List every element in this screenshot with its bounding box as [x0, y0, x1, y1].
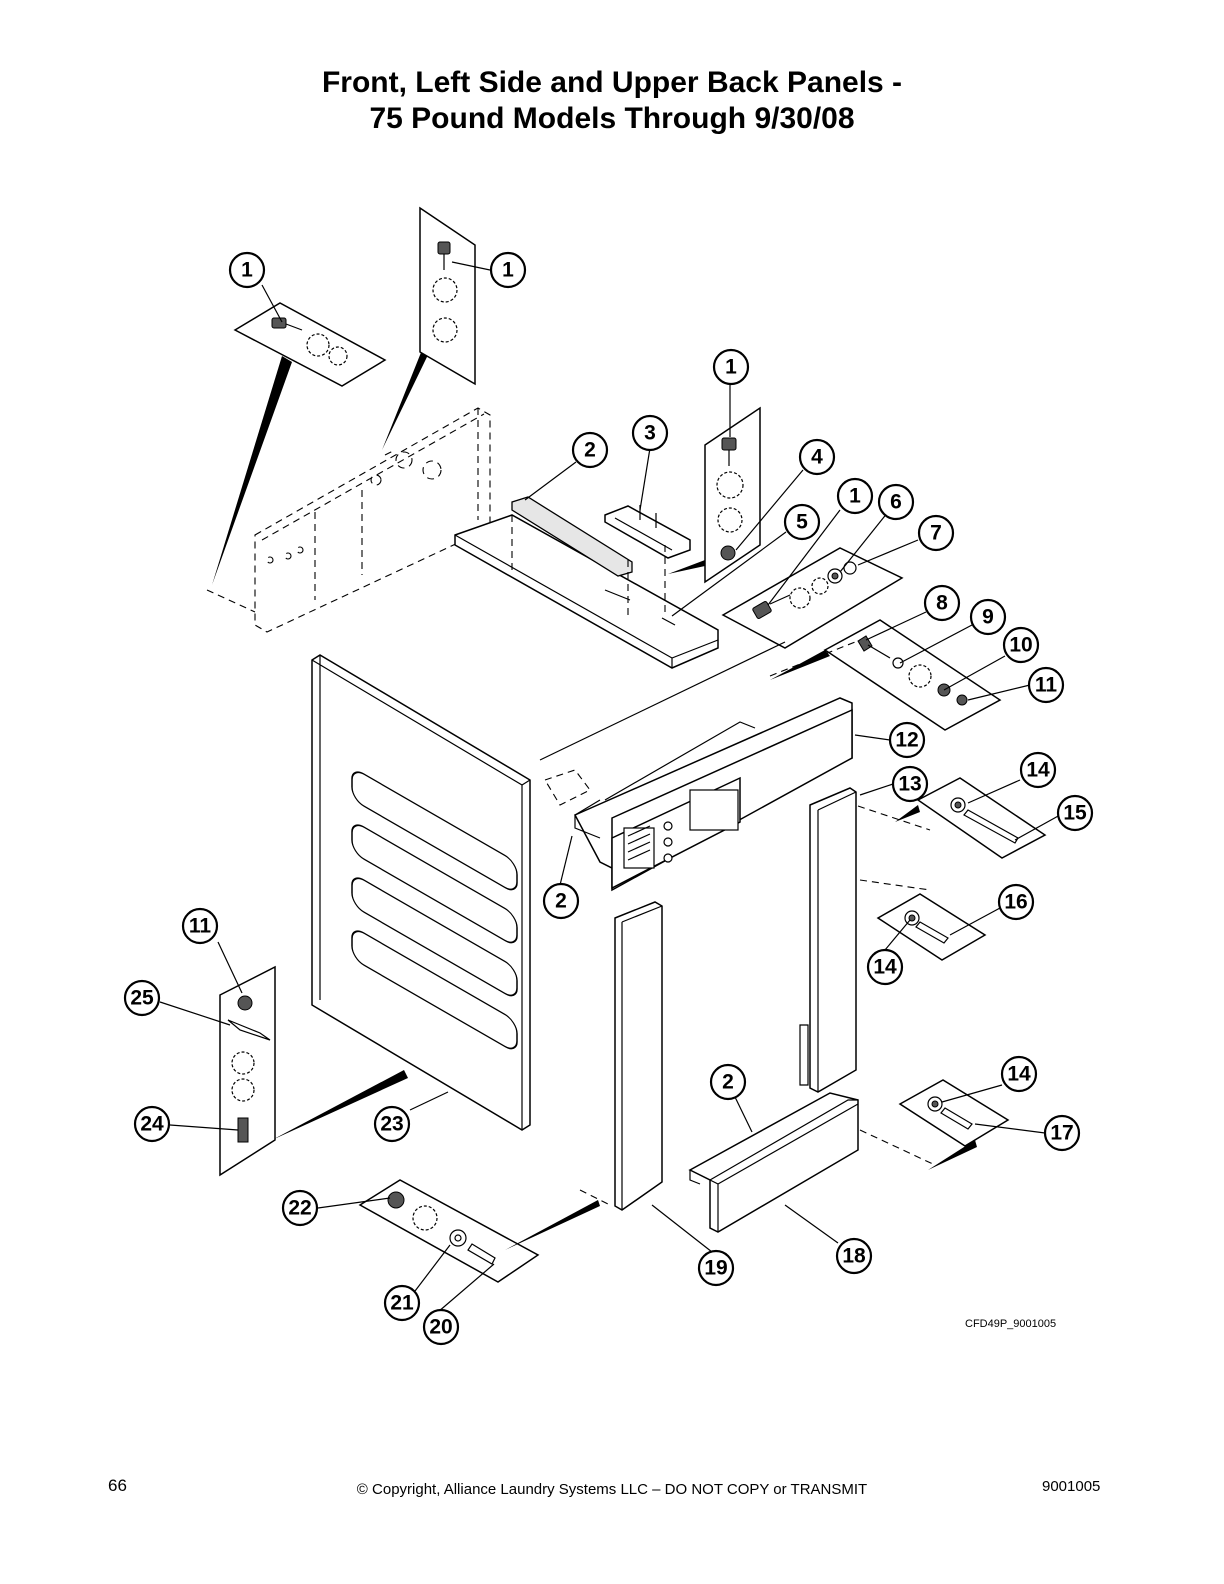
- callout-2-panel: 2: [542, 882, 580, 920]
- svg-text:15: 15: [1063, 802, 1087, 825]
- detail-box-upper-right: [704, 406, 761, 584]
- svg-text:19: 19: [704, 1257, 727, 1280]
- callout-17: 17: [1043, 1114, 1081, 1152]
- callout-5: 5: [783, 503, 821, 541]
- svg-text:14: 14: [873, 956, 897, 979]
- detail-box-hardware-1: [721, 547, 904, 649]
- callout-15: 15: [1056, 794, 1094, 832]
- callout-leaders: [159, 261, 1061, 1313]
- svg-text:11: 11: [1035, 674, 1058, 697]
- svg-text:21: 21: [390, 1292, 414, 1315]
- svg-text:23: 23: [380, 1113, 403, 1136]
- callout-1-right-box: 1: [712, 348, 750, 386]
- svg-text:18: 18: [842, 1245, 866, 1268]
- svg-text:14: 14: [1026, 759, 1050, 782]
- callout-11-upper: 11: [1027, 666, 1065, 704]
- detail-box-hardware-2: [823, 619, 1002, 731]
- drawing-reference: CFD49P_9001005: [965, 1318, 1057, 1330]
- callout-2-top: 2: [571, 431, 609, 469]
- callout-23: 23: [373, 1105, 411, 1143]
- detail-pointer-wedge: [212, 356, 292, 585]
- detail-box-lower-left: [219, 965, 276, 1177]
- callout-8: 8: [923, 584, 961, 622]
- callout-14-middle: 14: [866, 948, 904, 986]
- callout-14-upper: 14: [1019, 751, 1057, 789]
- detail-box-lower-center: [358, 1179, 540, 1283]
- svg-text:1: 1: [725, 356, 737, 379]
- callout-3: 3: [631, 414, 669, 452]
- svg-text:22: 22: [288, 1197, 311, 1220]
- callout-12: 12: [888, 721, 926, 759]
- page-title-line-2: 75 Pound Models Through 9/30/08: [369, 102, 855, 135]
- svg-text:14: 14: [1007, 1063, 1031, 1086]
- svg-text:8: 8: [936, 592, 948, 615]
- callout-25: 25: [123, 979, 161, 1017]
- callout-18: 18: [835, 1237, 873, 1275]
- callout-14-lower: 14: [1000, 1055, 1038, 1093]
- callout-11-lower: 11: [181, 907, 219, 945]
- callout-9: 9: [969, 598, 1007, 636]
- front-panel: [311, 654, 531, 1131]
- svg-text:3: 3: [644, 422, 656, 445]
- control-panel: [573, 697, 853, 892]
- svg-text:16: 16: [1004, 891, 1027, 914]
- left-front-post: [614, 901, 663, 1211]
- detail-box-right-3: [898, 1079, 1010, 1147]
- svg-text:2: 2: [722, 1071, 734, 1094]
- upper-back-panel: [254, 407, 491, 633]
- detail-box-right-2: [876, 893, 987, 961]
- callout-1-hardware: 1: [836, 477, 874, 515]
- svg-text:4: 4: [811, 446, 823, 469]
- detail-box-right-1: [916, 777, 1047, 859]
- callout-21: 21: [383, 1284, 421, 1322]
- callout-10: 10: [1002, 626, 1040, 664]
- callout-22: 22: [281, 1189, 319, 1227]
- svg-text:25: 25: [130, 987, 154, 1010]
- detail-box-upper-center: [419, 206, 476, 386]
- callout-4: 4: [798, 438, 836, 476]
- svg-text:2: 2: [555, 890, 567, 913]
- svg-text:6: 6: [890, 491, 902, 514]
- right-front-post: [799, 787, 857, 1093]
- top-panel: [454, 496, 719, 669]
- callout-1-upper-center: 1: [489, 251, 527, 289]
- callout-2-kick: 2: [709, 1063, 747, 1101]
- callout-1-upper-left: 1: [228, 251, 266, 289]
- svg-text:17: 17: [1050, 1122, 1073, 1145]
- callout-19: 19: [697, 1249, 735, 1287]
- svg-text:1: 1: [849, 485, 861, 508]
- page-number: 66: [108, 1476, 127, 1495]
- svg-text:13: 13: [898, 773, 921, 796]
- callout-16: 16: [997, 883, 1035, 921]
- svg-text:7: 7: [930, 522, 942, 545]
- svg-text:20: 20: [429, 1316, 452, 1339]
- detail-box-upper-left: [233, 302, 387, 387]
- svg-text:2: 2: [584, 439, 596, 462]
- callout-24: 24: [133, 1105, 171, 1143]
- svg-text:9: 9: [982, 606, 994, 629]
- svg-text:10: 10: [1009, 634, 1032, 657]
- document-number: 9001005: [1042, 1478, 1101, 1495]
- kick-panel: [688, 1092, 859, 1233]
- detail-pointer-wedge: [382, 325, 440, 450]
- callout-7: 7: [917, 514, 955, 552]
- callout-13: 13: [891, 765, 929, 803]
- svg-text:12: 12: [895, 729, 918, 752]
- copyright-notice: © Copyright, Alliance Laundry Systems LL…: [356, 1481, 868, 1498]
- callout-20: 20: [422, 1308, 460, 1346]
- callout-6: 6: [877, 483, 915, 521]
- svg-text:1: 1: [502, 259, 514, 282]
- svg-text:5: 5: [796, 511, 808, 534]
- svg-text:24: 24: [140, 1113, 164, 1136]
- svg-text:1: 1: [241, 259, 253, 282]
- svg-text:11: 11: [189, 915, 212, 938]
- page-title-line-1: Front, Left Side and Upper Back Panels -: [321, 66, 903, 99]
